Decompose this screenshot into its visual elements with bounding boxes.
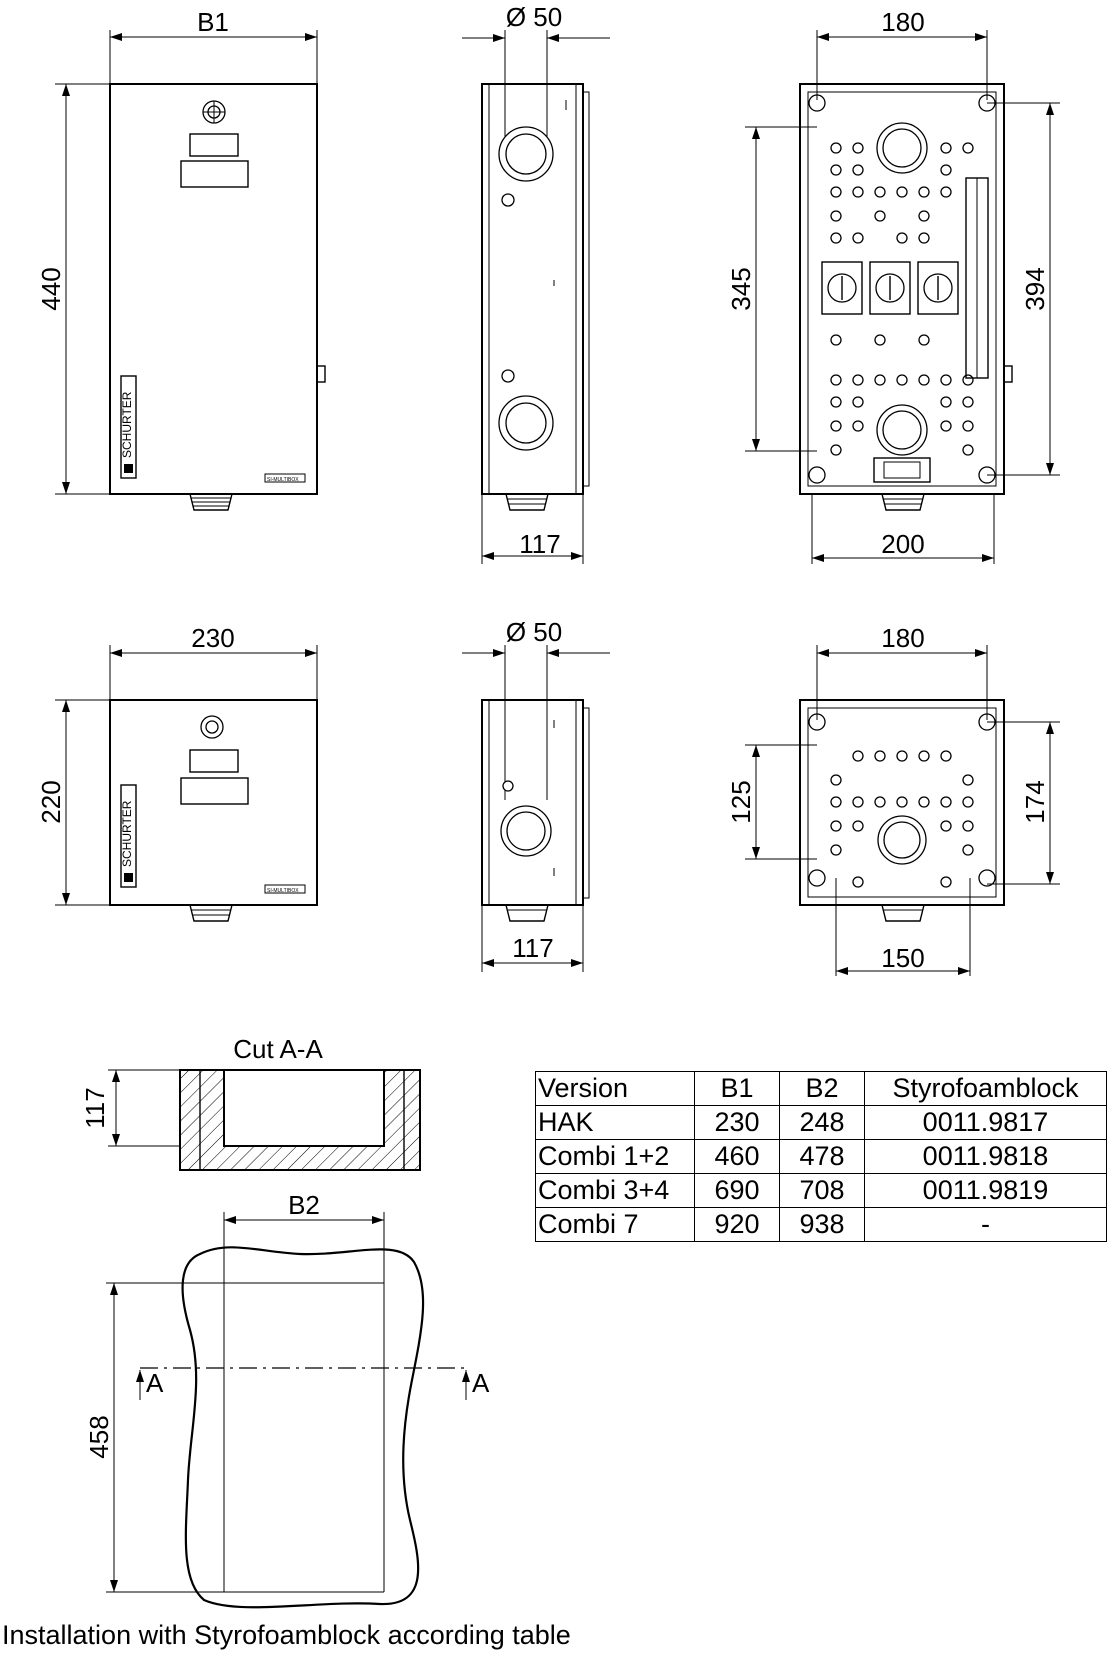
table-row: Combi 7 920 938 - xyxy=(535,1207,1107,1242)
brand-strip xyxy=(120,784,137,888)
dim-side-large-diameter: Ø 50 xyxy=(506,2,562,32)
side-view-small: Ø 50 117 xyxy=(462,617,610,972)
front-view-small: 230 220 SCHURTER SI-MULTIBOX xyxy=(36,623,318,922)
nameplate-text: SI-MULTIBOX xyxy=(267,888,299,894)
dim-side-small-diameter: Ø 50 xyxy=(506,617,562,647)
dim-back-large-bottom: 200 xyxy=(881,529,924,559)
brand-text: SCHURTER xyxy=(120,391,134,458)
table-row: Combi 3+4 690 708 0011.9819 xyxy=(535,1173,1107,1208)
table-cell: 0011.9817 xyxy=(864,1105,1107,1140)
dim-back-small-bottom: 150 xyxy=(881,943,924,973)
dim-front-small-width: 230 xyxy=(191,623,234,653)
dim-back-large-left: 345 xyxy=(726,267,756,310)
table-cell: 708 xyxy=(779,1173,865,1208)
label-plate-icon xyxy=(189,749,239,773)
table-cell: 248 xyxy=(779,1105,865,1140)
dim-back-large-right: 394 xyxy=(1020,267,1050,310)
table-cell: 938 xyxy=(779,1207,865,1242)
cut-section: Cut A-A 117 xyxy=(80,1034,421,1171)
front-view-large: B1 440 SCHURTER SI-MULTIBOX xyxy=(36,7,326,511)
dim-back-small-left: 125 xyxy=(726,780,756,823)
table-cell: 460 xyxy=(694,1139,780,1174)
cable-gland-icon xyxy=(189,904,233,922)
cable-gland-icon xyxy=(505,493,549,511)
table-cell: 478 xyxy=(779,1139,865,1174)
back-view-large: 180 345 394 200 xyxy=(726,7,1060,564)
table-header: B1 xyxy=(694,1071,780,1106)
table-cell: Combi 7 xyxy=(535,1207,695,1242)
table-header: B2 xyxy=(779,1071,865,1106)
dim-cutout-width: B2 xyxy=(288,1190,320,1220)
cable-gland-icon xyxy=(189,493,233,511)
dim-cut-depth: 117 xyxy=(80,1087,110,1128)
hole-pattern xyxy=(830,750,974,888)
brand-strip xyxy=(120,375,137,479)
side-view-large: Ø 50 117 xyxy=(462,2,610,564)
wall-cutout: B2 458 A A xyxy=(84,1190,490,1609)
label-plate-icon xyxy=(180,777,249,805)
cable-gland-icon xyxy=(881,493,925,511)
brand-text: SCHURTER xyxy=(120,800,134,867)
dim-side-large-depth: 117 xyxy=(519,529,560,559)
section-marker-left: A xyxy=(146,1368,164,1398)
cable-gland-icon xyxy=(881,904,925,922)
table-cell: 230 xyxy=(694,1105,780,1140)
table-cell: 0011.9819 xyxy=(864,1173,1107,1208)
installation-note: Installation with Styrofoamblock accordi… xyxy=(2,1620,571,1650)
terminal-block-icon xyxy=(821,261,959,315)
dim-side-small-depth: 117 xyxy=(512,933,553,963)
mount-hole-icon xyxy=(978,869,996,887)
dim-front-small-height: 220 xyxy=(36,780,66,823)
section-marker-right: A xyxy=(472,1368,490,1398)
table-row: Combi 1+2 460 478 0011.9818 xyxy=(535,1139,1107,1174)
table-cell: - xyxy=(864,1207,1107,1242)
dim-front-large-height: 440 xyxy=(36,267,66,310)
cut-title: Cut A-A xyxy=(233,1034,323,1064)
table-header-row: Version B1 B2 Styrofoamblock xyxy=(535,1071,1107,1106)
table-cell: 690 xyxy=(694,1173,780,1208)
back-view-small: 180 125 174 150 xyxy=(726,623,1060,976)
table-header: Version xyxy=(535,1071,695,1106)
dim-back-small-top: 180 xyxy=(881,623,924,653)
label-plate-icon xyxy=(189,133,239,157)
label-plate-icon xyxy=(180,160,249,188)
table-cell: Combi 1+2 xyxy=(535,1139,695,1174)
table-row: HAK 230 248 0011.9817 xyxy=(535,1105,1107,1140)
hole-pattern xyxy=(830,142,974,456)
dim-front-large-width: B1 xyxy=(197,7,229,37)
dim-back-small-right: 174 xyxy=(1020,780,1050,823)
version-table: Version B1 B2 Styrofoamblock HAK 230 248… xyxy=(535,1071,1107,1242)
mount-hole-icon xyxy=(808,869,826,887)
dim-cutout-height: 458 xyxy=(84,1415,114,1458)
mount-hole-icon xyxy=(808,466,826,484)
table-cell: 0011.9818 xyxy=(864,1139,1107,1174)
dim-back-large-top: 180 xyxy=(881,7,924,37)
cable-gland-icon xyxy=(505,904,549,922)
table-cell: HAK xyxy=(535,1105,695,1140)
nameplate-text: SI-MULTIBOX xyxy=(267,477,299,483)
table-cell: Combi 3+4 xyxy=(535,1173,695,1208)
table-cell: 920 xyxy=(694,1207,780,1242)
cutout-outline xyxy=(181,1246,425,1609)
table-header: Styrofoamblock xyxy=(864,1071,1107,1106)
